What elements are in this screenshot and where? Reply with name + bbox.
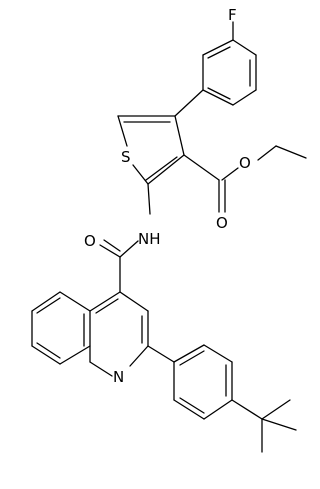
ethyl-ester-group: [183, 145, 307, 213]
ester-ether-oxygen-label: O: [239, 154, 251, 172]
quinoline-nitrogen-label: N: [113, 368, 124, 386]
quinoline-aryl-bond: [147, 345, 175, 363]
amide-oxygen-label: O: [84, 232, 96, 250]
amide-nh-label: NH: [138, 230, 161, 248]
fluorine-label: F: [228, 6, 237, 24]
ester-carbonyl-oxygen-label: O: [216, 214, 228, 232]
tert-butyl-group: [231, 399, 297, 453]
quinoline-ring-system: [31, 291, 149, 377]
tert-butylphenyl-ring: [173, 344, 233, 420]
thiophene-ring: [117, 115, 185, 185]
sulfur-label: S: [121, 148, 131, 166]
fluorophenyl-ring: [202, 21, 257, 106]
aryl-thiophene-bond: [174, 89, 204, 117]
amide-linkage: [99, 183, 151, 293]
